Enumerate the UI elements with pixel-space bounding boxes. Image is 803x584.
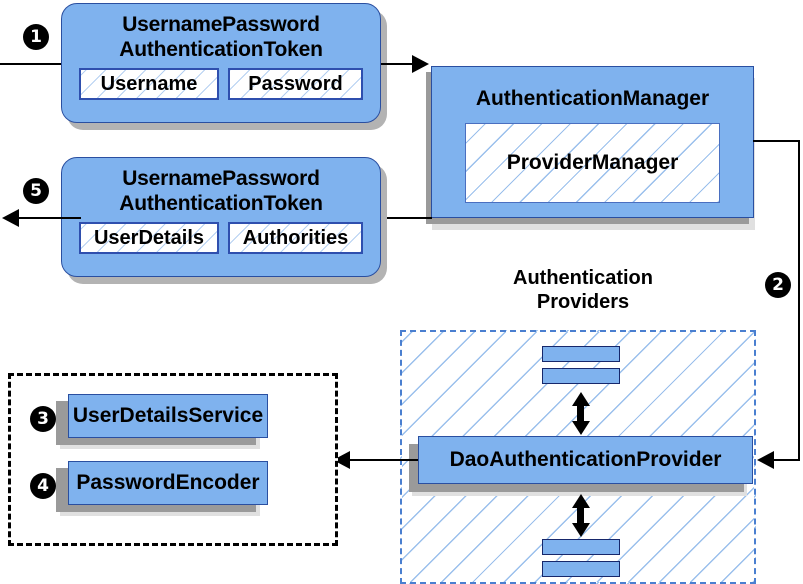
dao-authentication-provider-box: DaoAuthenticationProvider — [418, 436, 753, 484]
passwordencoder-label: PasswordEncoder — [76, 471, 260, 494]
provider-link-stem-top — [577, 400, 584, 424]
step-marker-5: 5 — [23, 178, 49, 204]
passwordencoder-box: PasswordEncoder — [68, 461, 268, 505]
authentication-manager-title: AuthenticationManager — [475, 87, 710, 110]
password-slot: Password — [228, 68, 363, 100]
username-slot: Username — [79, 68, 219, 100]
step-marker-2: 2 — [765, 272, 791, 298]
request-to-manager-line — [381, 63, 423, 65]
response-token-title-line2: AuthenticationToken — [119, 192, 323, 215]
step-marker-4: 4 — [30, 473, 56, 499]
userdetailsservice-label: UserDetailsService — [72, 404, 264, 427]
provider-link-arrow-down-top — [572, 421, 590, 435]
step-marker-3: 3 — [30, 406, 56, 432]
incoming-request-line — [0, 63, 80, 65]
userdetailsservice-box: UserDetailsService — [68, 394, 268, 438]
provider-link-arrow-up-bottom — [572, 494, 590, 508]
provider-manager-panel: ProviderManager — [465, 123, 720, 203]
collapsed-provider-bar-2 — [542, 368, 620, 384]
request-to-manager-arrowhead — [412, 55, 429, 73]
response-token-box: UsernamePassword AuthenticationToken Use… — [61, 157, 381, 277]
manager-to-provider-arrowhead — [757, 451, 774, 469]
collapsed-provider-bar-1 — [542, 346, 620, 362]
step-marker-1: 1 — [23, 24, 49, 50]
request-token-title-line2: AuthenticationToken — [119, 38, 323, 61]
userdetails-slot: UserDetails — [79, 222, 219, 254]
response-token-slots: UserDetails Authorities — [62, 222, 380, 254]
provider-to-support-line — [350, 459, 418, 461]
response-token-title: UsernamePassword AuthenticationToken — [62, 158, 380, 216]
request-token-title: UsernamePassword AuthenticationToken — [62, 4, 380, 62]
request-token-title-line1: UsernamePassword — [122, 13, 320, 36]
authorities-slot: Authorities — [228, 222, 363, 254]
outgoing-response-line — [17, 217, 81, 219]
manager-to-response-line — [381, 217, 432, 219]
authentication-manager-box: AuthenticationManager ProviderManager — [431, 66, 754, 218]
dao-authentication-provider-label: DaoAuthenticationProvider — [449, 448, 722, 471]
manager-to-provider-line-bottom — [772, 459, 800, 461]
provider-link-arrow-down-bottom — [572, 523, 590, 537]
providers-label-line1: Authentication — [513, 267, 653, 289]
providers-label-line2: Providers — [536, 291, 630, 313]
manager-to-provider-line-top — [753, 140, 800, 142]
providers-group-label: Authentication Providers — [460, 266, 706, 314]
outgoing-response-arrowhead — [2, 209, 19, 227]
provider-link-stem-bottom — [577, 502, 584, 526]
manager-to-provider-line-vertical — [798, 140, 800, 460]
response-token-title-line1: UsernamePassword — [122, 167, 320, 190]
request-token-box: UsernamePassword AuthenticationToken Use… — [61, 3, 381, 123]
provider-link-arrow-up-top — [572, 392, 590, 406]
collapsed-provider-bar-3 — [542, 539, 620, 555]
collapsed-provider-bar-4 — [542, 561, 620, 577]
request-token-slots: Username Password — [62, 68, 380, 100]
